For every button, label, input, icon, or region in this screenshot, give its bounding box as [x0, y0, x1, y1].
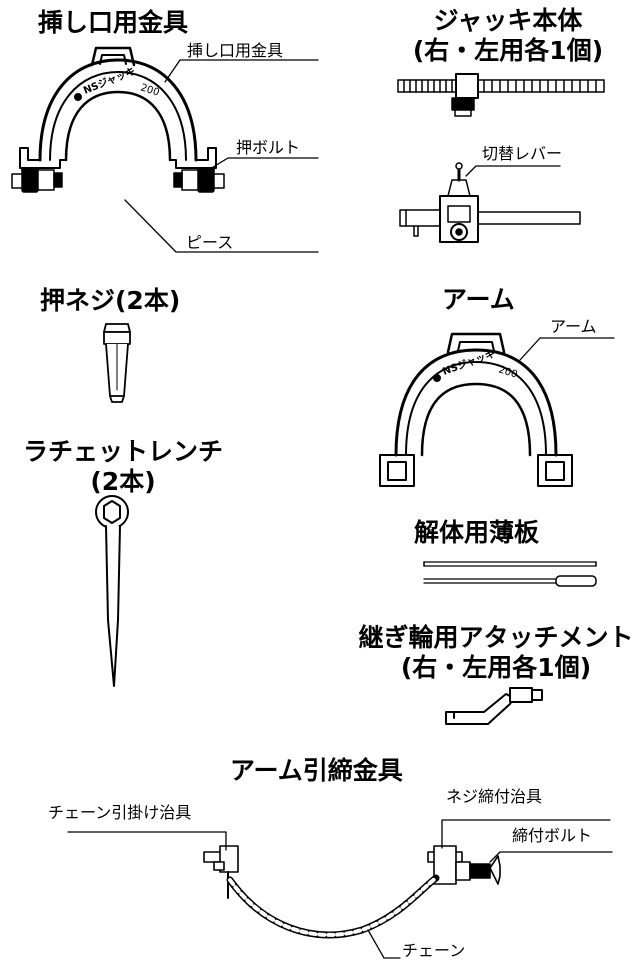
- title-socket-fitting: 挿し口用金具: [38, 8, 189, 37]
- arm-marking-size: 200: [497, 364, 519, 380]
- label-piece: ピース: [186, 233, 234, 252]
- ratchet-wrench-drawing: [95, 495, 129, 687]
- title-thin-plate: 解体用薄板: [414, 518, 540, 547]
- title-arm: アーム: [442, 285, 515, 314]
- title-jack-body: ジャッキ本体 (右・左用各1個): [388, 6, 628, 66]
- title-ratchet-line2: (2本): [90, 467, 156, 496]
- attachment-drawing: [445, 687, 543, 725]
- title-jack-body-line1: ジャッキ本体: [433, 6, 583, 35]
- jack-body-drawing: [397, 73, 605, 243]
- label-arm: アーム: [550, 317, 597, 336]
- title-arm-fitting: アーム引締金具: [230, 756, 403, 785]
- label-tighten-bolt: 締付ボルト: [512, 826, 593, 845]
- title-attachment-line1: 継ぎ輪用アタッチメント: [358, 623, 634, 652]
- socket-fitting-drawing: NSジャッキ 200: [11, 46, 319, 253]
- label-switch-lever: 切替レバー: [482, 144, 563, 163]
- arm-drawing: NSジャッキ 200: [379, 332, 615, 487]
- label-screw-jig: ネジ締付治具: [446, 787, 543, 806]
- arm-fitting-drawing: [67, 819, 613, 959]
- thin-plate-drawing: [423, 561, 597, 587]
- title-ratchet-line1: ラチェットレンチ: [22, 437, 223, 466]
- label-chain-hook-jig: チェーン引掛け治具: [48, 803, 192, 822]
- title-ratchet-wrench: ラチェットレンチ (2本): [8, 437, 238, 497]
- title-push-screw: 押ネジ(2本): [40, 286, 181, 315]
- label-push-bolt: 押ボルト: [236, 138, 301, 157]
- label-socket-fitting: 挿し口用金具: [187, 41, 284, 60]
- push-screw-drawing: [103, 323, 131, 403]
- label-chain: チェーン: [402, 941, 466, 960]
- title-attachment: 継ぎ輪用アタッチメント (右・左用各1個): [358, 623, 634, 683]
- title-attachment-line2: (右・左用各1個): [400, 653, 592, 682]
- title-jack-body-line2: (右・左用各1個): [412, 36, 604, 65]
